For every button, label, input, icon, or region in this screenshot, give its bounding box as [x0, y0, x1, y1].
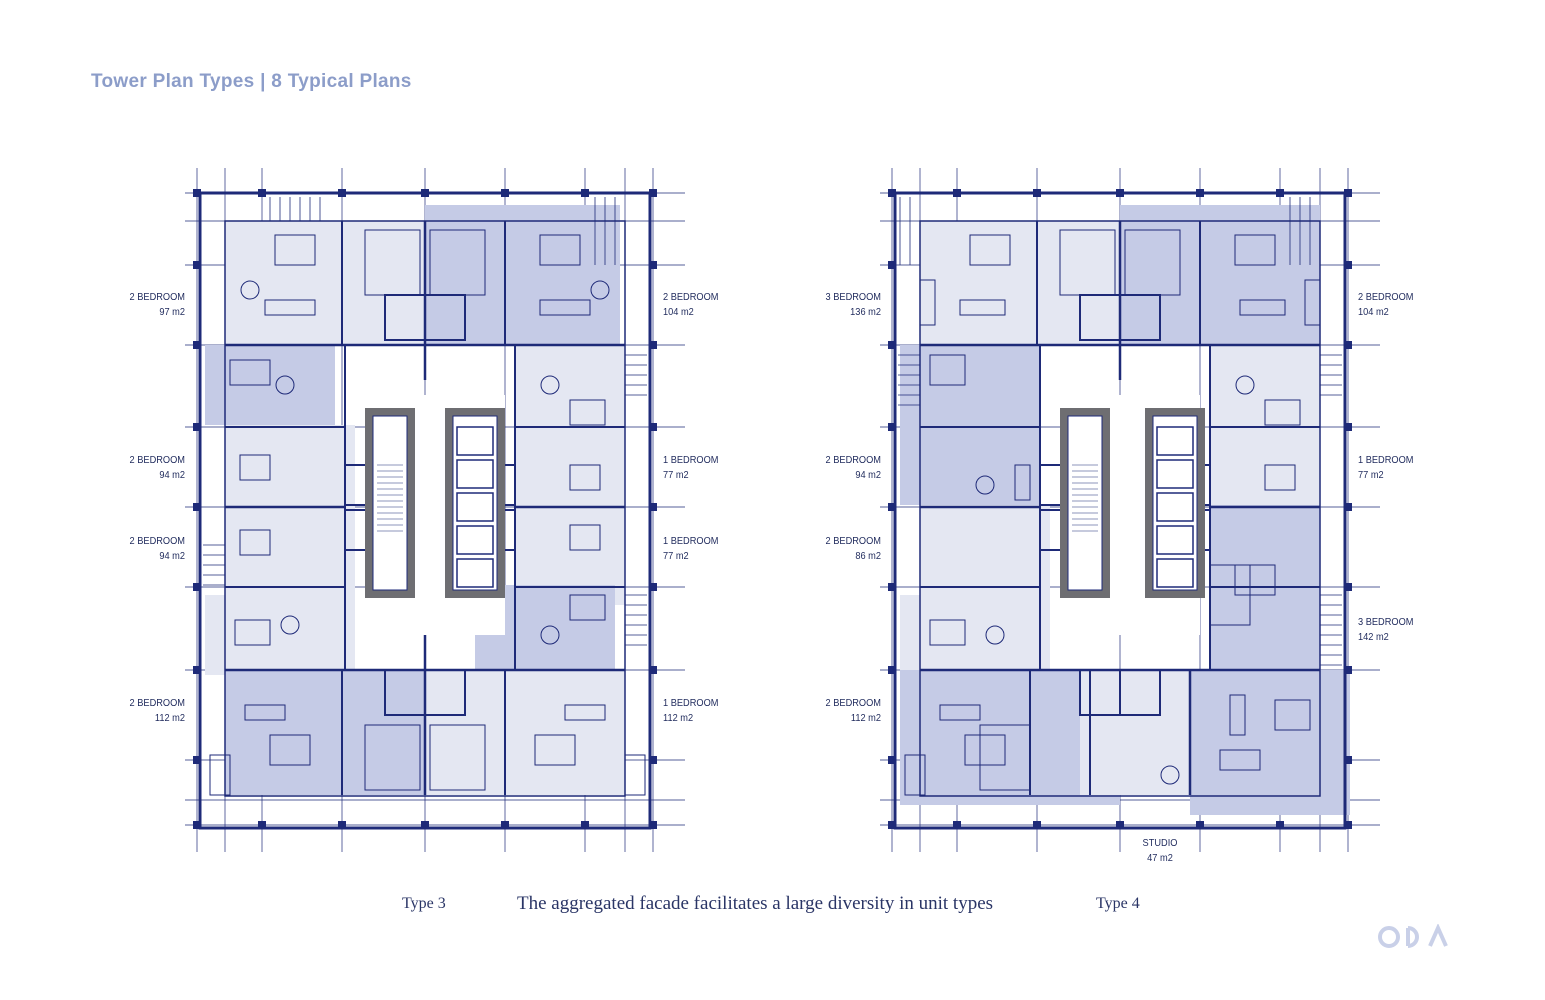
floor-plan-type-4-drawing	[880, 168, 1380, 852]
page-title: Tower Plan Types | 8 Typical Plans	[91, 71, 412, 92]
floor-plan-type-4	[880, 165, 1380, 855]
floor-plan-type-3-drawing	[185, 168, 685, 852]
oda-logo-icon	[1378, 924, 1448, 948]
floor-plan-type-3	[185, 165, 685, 855]
caption-main: The aggregated facade facilitates a larg…	[517, 893, 994, 914]
caption-type-3: Type 3	[402, 895, 446, 912]
caption-type-4: Type 4	[1096, 895, 1140, 912]
